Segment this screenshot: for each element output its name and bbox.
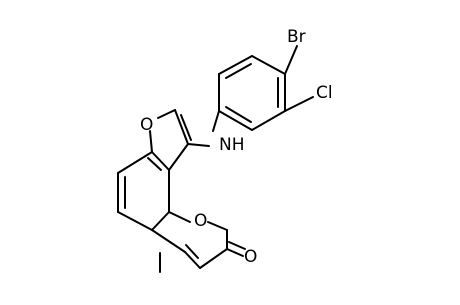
bond-c2-c3b — [199, 248, 228, 269]
bond-c6-c1 — [251, 55, 286, 75]
bond-c7a-c6 — [117, 151, 153, 174]
bond-c8-o — [157, 109, 176, 119]
bond-n-furan — [187, 143, 210, 147]
bond-c8-c9-inner — [180, 114, 192, 141]
bond-c3-c4 — [218, 110, 253, 131]
bond-c9-c9a — [168, 143, 189, 171]
bond-c5-cl — [284, 96, 314, 112]
bond-c8a-o1 — [168, 211, 191, 223]
amine-label: NH — [219, 135, 245, 155]
bond-c4a-c8a — [151, 211, 170, 231]
bond-o-c7a — [149, 130, 153, 153]
bond-c4-c5 — [251, 110, 286, 131]
bond-carbonyl-1 — [226, 248, 244, 257]
bond-c9-c8 — [174, 109, 189, 145]
bond-c3-c4-inner — [185, 244, 199, 259]
carbonyl-oxygen-label: O — [244, 247, 257, 267]
bond-c9a-c9b — [151, 151, 170, 171]
bond-c9a-c9b-inner — [147, 157, 162, 171]
bond-c5-c4a — [117, 211, 153, 231]
bond-carbonyl-2 — [228, 241, 246, 250]
bromochlorophenyl-ring — [218, 45, 314, 131]
bond-c1-c2 — [218, 55, 253, 75]
bond-c3-c4 — [184, 251, 201, 269]
furan-ring — [149, 109, 192, 171]
pyranone-ring — [151, 211, 246, 273]
pyran-oxygen-label: O — [194, 211, 207, 231]
bond-o1-c2 — [207, 221, 228, 231]
bond-c3-c4-inner — [225, 106, 252, 123]
bond-ring-n — [212, 110, 220, 132]
central-benzene-ring — [117, 151, 170, 231]
chlorine-label: Cl — [316, 83, 333, 103]
bromine-label: Br — [287, 27, 306, 47]
bond-c4-c4a — [151, 229, 186, 253]
bond-c1-c2-inner — [225, 63, 252, 79]
bond-c6-br — [284, 45, 298, 75]
furan-oxygen-label: O — [140, 115, 153, 135]
amine-link — [187, 110, 220, 147]
